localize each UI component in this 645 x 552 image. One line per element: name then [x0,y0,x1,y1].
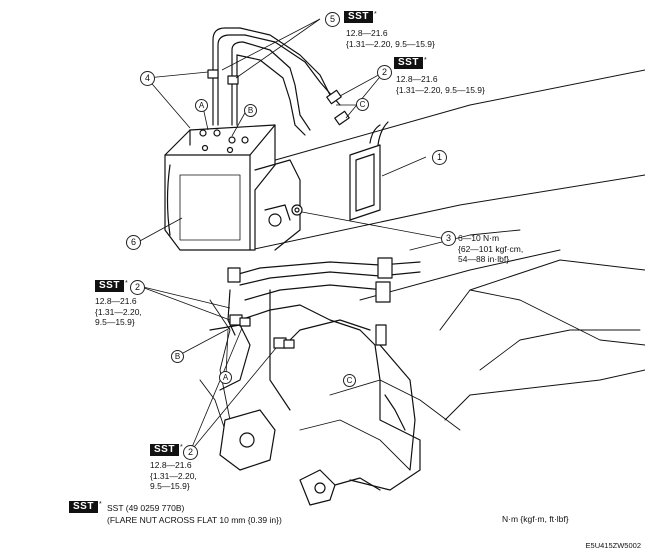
port-label-c: C [356,98,369,111]
torque-line: 12.8—21.6 [95,296,137,306]
sst-badge-text: SST [394,57,423,69]
sst-badge-text: SST [150,444,179,456]
torque-line: {1.31—2.20, 9.5—15.9} [396,84,485,95]
callout-5: 5 [325,12,340,27]
sst-badge-star: * [124,280,128,287]
torque-line: {1.31—2.20, 9.5—15.9} [346,38,435,49]
sst-badge-star: * [179,444,183,451]
sst-badge-star: * [423,57,427,64]
sst-badge-text: SST [344,11,373,23]
torque-spec-2-left: 12.8—21.6 {1.31—2.20, 9.5—15.9} [95,296,142,328]
callout-6: 6 [126,235,141,250]
sst-badge-2-bottom: SST * [150,444,183,456]
callout-4: 4 [140,71,155,86]
sst-badge-5: SST * [344,11,377,23]
callout-2-left: 2 [130,280,145,295]
sst-badge-text: SST [69,501,98,513]
callout-3: 3 [441,231,456,246]
sst-badge-text: SST [95,280,124,292]
sst-badge-2-top: SST * [394,57,427,69]
callout-1: 1 [432,150,447,165]
torque-line: 6—10 N·m [458,233,500,243]
torque-line: {62—101 kgf·cm, [458,243,524,254]
torque-spec-5: 12.8—21.6 {1.31—2.20, 9.5—15.9} [346,28,435,49]
torque-line: 9.5—15.9} [95,317,135,327]
torque-line: 12.8—21.6 [346,28,388,38]
sst-footnote-line1: SST (49 0259 770B) [107,503,185,513]
pipe-label-a: A [219,371,232,384]
port-label-a: A [195,99,208,112]
sst-badge-2-left: SST * [95,280,128,292]
torque-line: 12.8—21.6 [396,74,438,84]
sst-footnote-line2: (FLARE NUT ACROSS FLAT 10 mm {0.39 in}) [107,515,282,525]
callout-2-top: 2 [377,65,392,80]
torque-line: 9.5—15.9} [150,481,190,491]
sst-badge-star: * [373,11,377,18]
torque-line: 12.8—21.6 [150,460,192,470]
sst-badge-star: * [98,501,102,508]
torque-spec-3: 6—10 N·m {62—101 kgf·cm, 54—88 in·lbf} [458,233,523,265]
callout-2-bottom: 2 [183,445,198,460]
torque-line: {1.31—2.20, [150,470,197,481]
figure-code: E5U415ZW5002 [585,541,641,550]
torque-spec-2-top: 12.8—21.6 {1.31—2.20, 9.5—15.9} [396,74,485,95]
units-legend: N·m {kgf·m, ft·lbf} [502,514,569,524]
torque-line: 54—88 in·lbf} [458,254,510,264]
pipe-label-c: C [343,374,356,387]
sst-footnote: SST (49 0259 770B) (FLARE NUT ACROSS FLA… [107,502,282,526]
sst-badge-footnote: SST * [69,501,102,513]
torque-line: {1.31—2.20, [95,306,142,317]
torque-spec-2-bottom: 12.8—21.6 {1.31—2.20, 9.5—15.9} [150,460,197,492]
pipe-label-b: B [171,350,184,363]
port-label-b: B [244,104,257,117]
